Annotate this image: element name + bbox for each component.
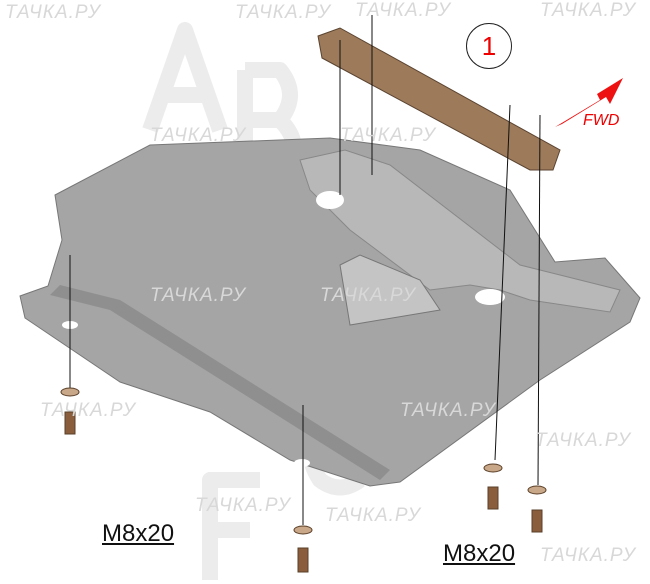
watermark: ТАЧКА.РУ [355, 0, 451, 21]
watermark: ТАЧКА.РУ [320, 285, 416, 306]
watermark: ТАЧКА.РУ [40, 400, 136, 421]
part-callout: 1 [466, 23, 512, 69]
bolt-set [60, 387, 547, 573]
watermark: ТАЧКА.РУ [150, 125, 246, 146]
guide-lines [69, 15, 541, 525]
watermark: ТАЧКА.РУ [150, 285, 246, 306]
watermark: ТАЧКА.РУ [535, 430, 631, 451]
watermark: ТАЧКА.РУ [540, 0, 636, 21]
watermark: ТАЧКА.РУ [540, 545, 636, 566]
skid-plate [19, 137, 641, 487]
watermark: ТАЧКА.РУ [400, 400, 496, 421]
background-mark-a [142, 22, 228, 133]
bolt-size-label: M8x20 [443, 540, 516, 567]
direction-label: FWD [583, 112, 620, 129]
bolt-size-label: M8x20 [102, 520, 175, 547]
plate-hole [316, 191, 344, 209]
watermark: ТАЧКА.РУ [5, 2, 101, 23]
bracket [317, 27, 561, 171]
watermark: ТАЧКА.РУ [325, 505, 421, 526]
plate-v-stamp [339, 254, 441, 326]
watermark: ТАЧКА.РУ [195, 495, 291, 516]
plate-raised-section [299, 149, 621, 313]
plate-hole [475, 289, 505, 305]
plate-rib [50, 285, 390, 480]
background-mark-f [202, 472, 260, 580]
watermark: ТАЧКА.РУ [340, 125, 436, 146]
fwd-arrow-icon [555, 78, 623, 127]
watermark: ТАЧКА.РУ [235, 2, 331, 23]
plate-hole [294, 459, 310, 467]
